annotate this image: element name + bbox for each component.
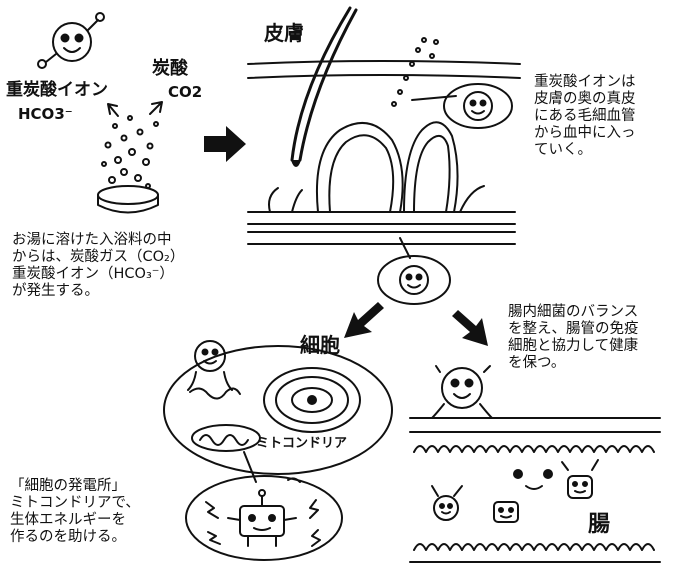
label-bicarbonate-formula: HCO3⁻ [18, 105, 73, 123]
label-skin: 皮膚 [264, 21, 304, 45]
label-intestine: 腸 [588, 512, 611, 537]
arrow-down-right-icon [452, 310, 488, 346]
cell-section [163, 340, 393, 475]
caption-cell: 「細胞の発電所」 ミトコンドリアで、 生体エネルギーを 作るのを助ける。 [10, 478, 140, 546]
label-cell: 細胞 [300, 333, 340, 357]
arrow-down-left-icon [344, 302, 384, 338]
caption-bath: お湯に溶けた入浴料の中 からは、炭酸ガス（CO₂） 重炭酸イオン（HCO₃⁻） … [12, 232, 185, 300]
caption-intestine: 腸内細菌のバランス を整え、腸管の免疫 細胞と協力して健康 を保つ。 [508, 304, 639, 372]
label-co2: CO2 [168, 83, 203, 101]
ion-bubble-skin [443, 83, 513, 129]
caption-skin: 重炭酸イオンは 皮膚の奥の真皮 にある毛細血管 から血中に入っ ていく。 [534, 74, 636, 159]
label-bicarbonate-ion: 重炭酸イオン [6, 80, 108, 100]
label-carbonic-acid: 炭酸 [152, 58, 188, 79]
skin-section [247, 6, 521, 245]
arrow-to-co2-icon [149, 101, 163, 115]
mitochondria-bubble [185, 475, 343, 561]
arrow-right-icon [204, 126, 246, 162]
label-mitochondria: ミトコンドリア [256, 436, 348, 451]
intestine-section [409, 365, 661, 563]
arrow-to-hco3-icon [107, 103, 119, 117]
bubbles [101, 115, 159, 189]
bath-tablet [97, 185, 159, 214]
ion-bubble-vessel [377, 255, 451, 305]
ion-character-top [37, 12, 105, 69]
